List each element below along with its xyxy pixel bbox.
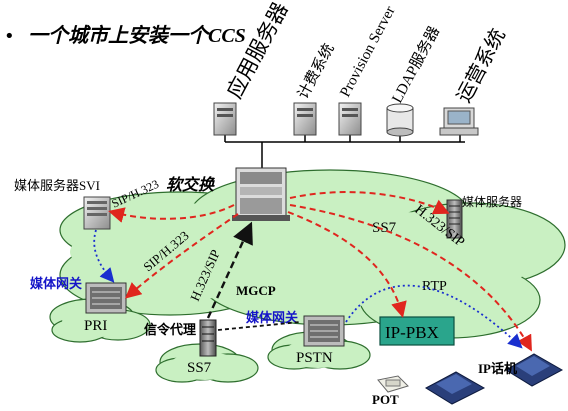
signaling-proxy-icon [199, 319, 217, 357]
ss7-bottom-label: SS7 [187, 360, 212, 376]
arrow-softswitch-to-ip-pbx [287, 211, 407, 318]
app-server-icon [213, 102, 237, 136]
arrow-softswitch-to-gateway-left [124, 213, 239, 299]
ops-workstation-icon [439, 107, 479, 136]
pot-phone-icon [377, 375, 409, 393]
arrow-signaling-to-softswitch [206, 221, 253, 319]
pri-label: PRI [84, 318, 107, 334]
signaling-proxy-label: 信令代理 [144, 322, 196, 337]
media-server-svi-icon [83, 196, 111, 230]
arrow-svi-to-gateway [93, 229, 115, 283]
ldap-label: LDAP服务器 [389, 24, 444, 106]
page-title: 一个城市上安装一个CCS [28, 24, 246, 47]
ip-pbx-box [379, 316, 455, 346]
mgcp-label: MGCP [236, 283, 276, 298]
ss7-cloud-label: SS7 [372, 220, 397, 236]
rtp-label: RTP [422, 279, 447, 294]
pstn-label: PSTN [296, 350, 333, 366]
arrow-softswitch-to-media-server-right [289, 191, 450, 215]
ip-phone-label: IP话机 [478, 361, 517, 376]
title-bullet: • [4, 26, 15, 47]
billing-server-icon [293, 102, 317, 136]
arrow-softswitch-to-svi [108, 204, 235, 223]
media-server-right-label: 媒体服务器 [462, 194, 522, 209]
media-gateway-left-icon [85, 282, 127, 314]
pot-label: POT [372, 392, 399, 407]
billing-label: 计费系统 [295, 41, 338, 102]
app-server-label: 应用服务器 [222, 0, 292, 102]
ops-label: 运营系统 [452, 25, 510, 106]
media-gateway-mid-label: 媒体网关 [246, 310, 298, 325]
softswitch-icon [232, 167, 290, 221]
ip-pbx-label: IP-PBX [385, 323, 439, 342]
ldap-database-icon [386, 103, 414, 137]
ip-phone-icon-right [505, 353, 564, 387]
provision-server-label: Provision Server [337, 4, 398, 100]
softswitch-label: 软交换 [166, 176, 215, 194]
server-bus [224, 135, 465, 168]
media-server-right-icon [446, 199, 463, 239]
arrow-softswitch-to-ip-phone [289, 204, 532, 352]
media-gateway-left-label: 媒体网关 [30, 276, 82, 291]
media-server-svi-label: 媒体服务器SVI [14, 178, 100, 193]
provision-server-icon [338, 102, 362, 136]
arrow-rtp [345, 284, 523, 349]
media-gateway-mid-icon [303, 315, 345, 347]
ip-phone-icon-left [424, 371, 486, 405]
